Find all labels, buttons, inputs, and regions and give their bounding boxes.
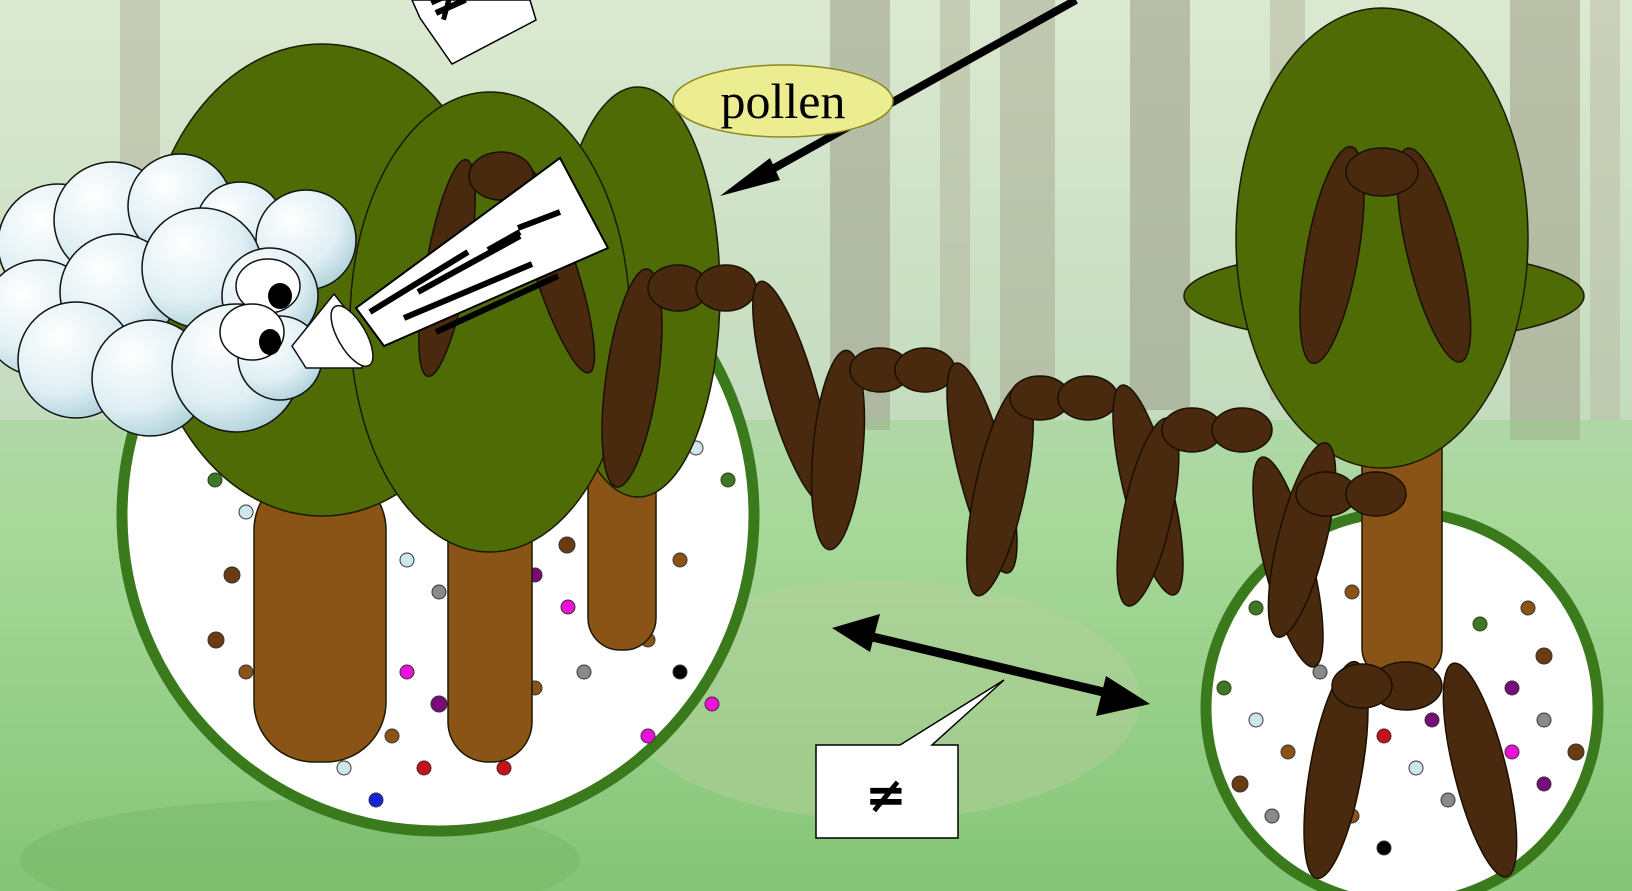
pollen-text: pollen: [721, 73, 846, 129]
right-canopy: [1236, 8, 1528, 468]
pollen-label: pollen: [673, 65, 893, 137]
not-equal-symbol: ≠: [865, 766, 907, 824]
